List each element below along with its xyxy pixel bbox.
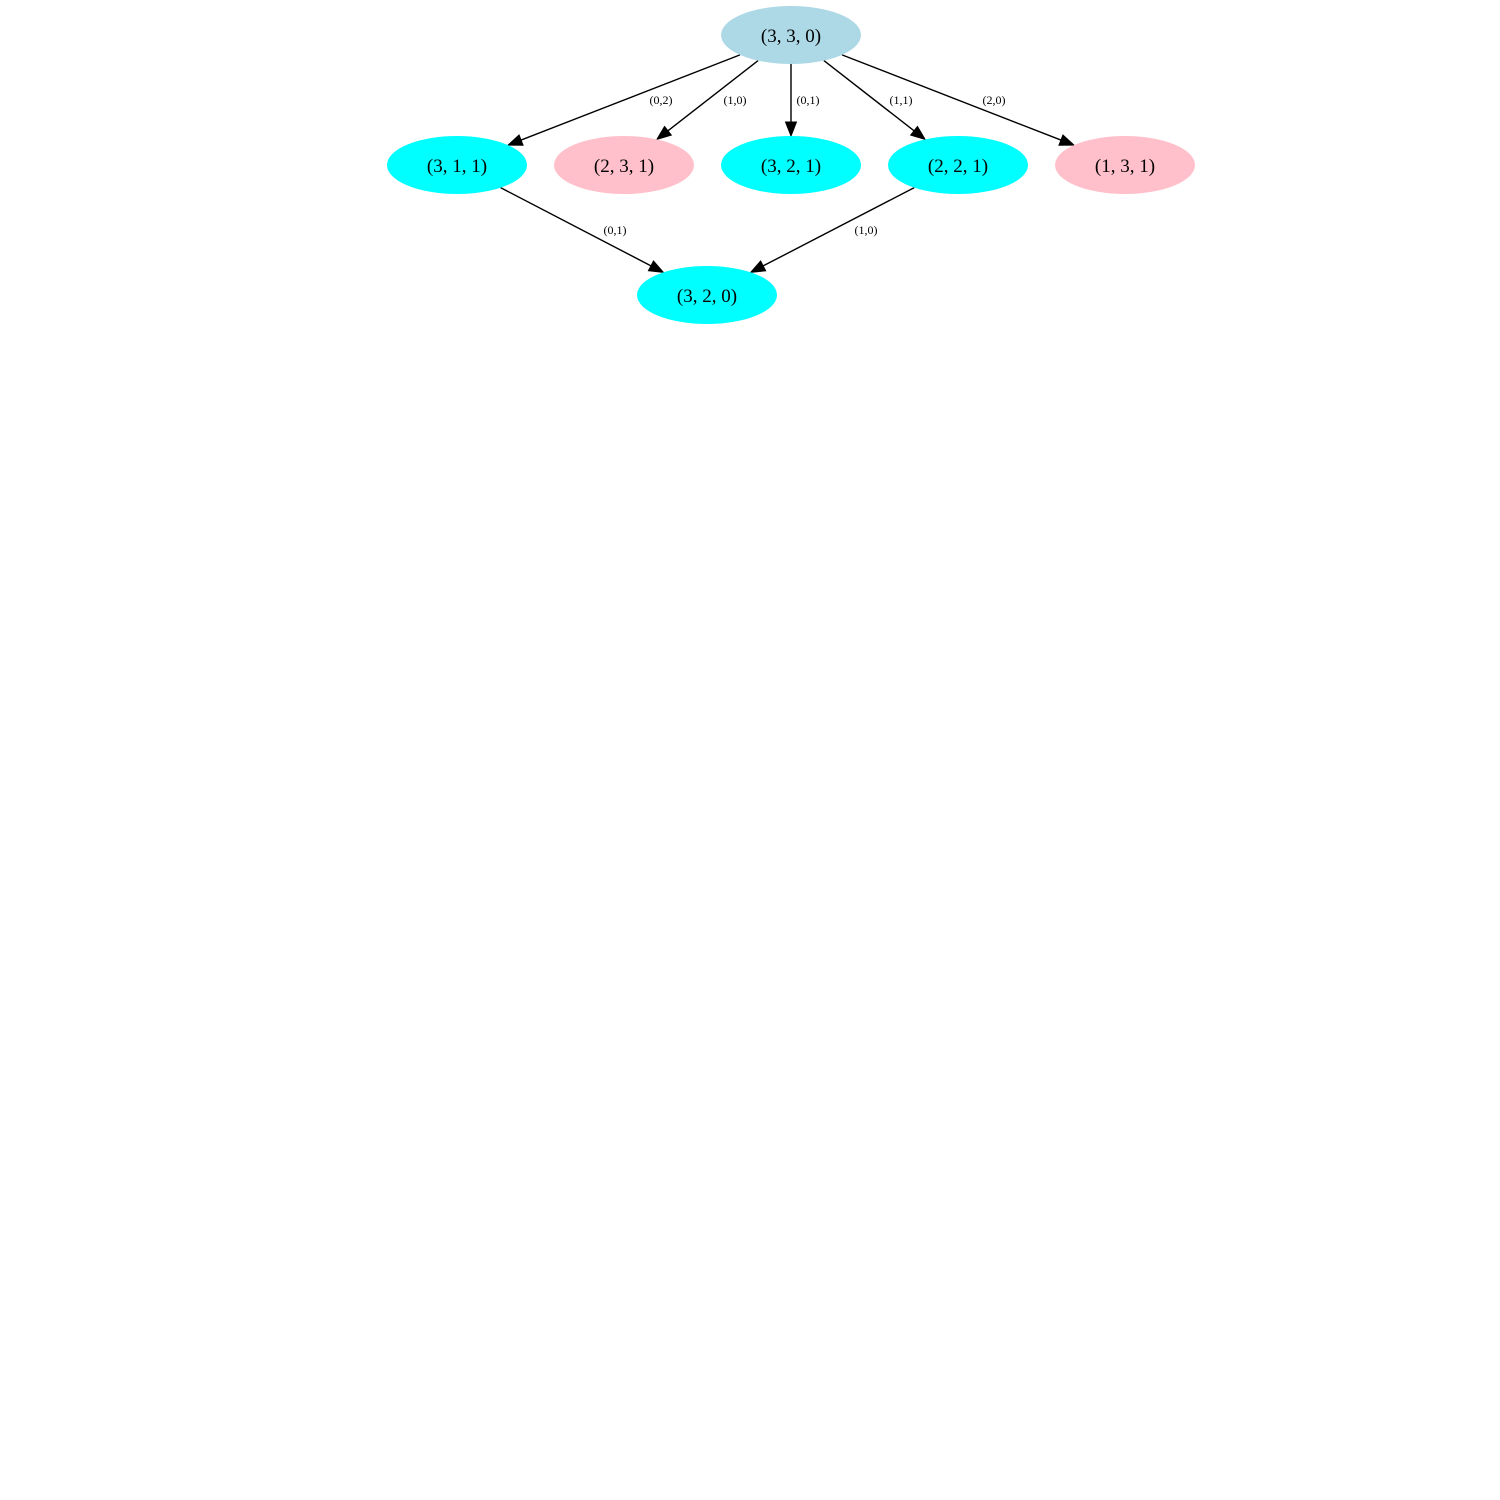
arrowhead xyxy=(655,125,673,141)
node-shape xyxy=(387,136,527,194)
edge-line xyxy=(500,187,652,267)
edge-label: (1,0) xyxy=(855,223,878,237)
node-label: (1, 3, 1) xyxy=(1095,156,1155,177)
edge-label: (1,1) xyxy=(890,93,913,107)
edge-n221-n320: (1,0) xyxy=(749,187,915,273)
node-label: (3, 2, 0) xyxy=(677,286,737,307)
node-n320: (3, 2, 0) xyxy=(637,266,777,324)
node-n221: (2, 2, 1) xyxy=(888,136,1028,194)
node-label: (3, 3, 0) xyxy=(761,26,821,47)
edge-n330-n321: (0,1) xyxy=(784,64,820,138)
node-n231: (2, 3, 1) xyxy=(554,136,694,194)
edge-line xyxy=(762,187,915,267)
node-n131: (1, 3, 1) xyxy=(1055,136,1195,194)
node-n330: (3, 3, 0) xyxy=(721,6,861,64)
edge-n330-n221: (1,1) xyxy=(823,60,927,141)
node-label: (3, 1, 1) xyxy=(427,156,487,177)
edge-label: (2,0) xyxy=(983,93,1006,107)
edge-line xyxy=(667,60,759,132)
node-label: (2, 3, 1) xyxy=(594,156,654,177)
edge-line xyxy=(841,54,1062,141)
edge-line xyxy=(520,54,741,141)
edge-n330-n131: (2,0) xyxy=(841,54,1076,146)
node-shape xyxy=(888,136,1028,194)
edge-label: (0,2) xyxy=(650,93,673,107)
edges-layer: (0,2) (1,0) (0,1) (1,1) (2,0) (0,1) (1,0) xyxy=(500,54,1076,273)
arrowhead xyxy=(506,134,524,146)
node-n311: (3, 1, 1) xyxy=(387,136,527,194)
node-label: (2, 2, 1) xyxy=(928,156,988,177)
edge-line xyxy=(823,60,915,132)
edge-n311-n320: (0,1) xyxy=(500,187,665,273)
node-label: (3, 2, 1) xyxy=(761,156,821,177)
edge-label: (0,1) xyxy=(604,223,627,237)
arrowhead xyxy=(909,125,927,141)
arrowhead xyxy=(1058,134,1076,146)
node-shape xyxy=(1055,136,1195,194)
edge-n330-n231: (1,0) xyxy=(655,60,759,141)
nodes-layer: (3, 3, 0) (3, 1, 1) (2, 3, 1) (3, 2, 1) (2, … xyxy=(387,6,1195,324)
node-shape xyxy=(554,136,694,194)
node-shape xyxy=(721,6,861,64)
node-shape xyxy=(637,266,777,324)
edge-label: (0,1) xyxy=(797,93,820,107)
arrowhead xyxy=(647,260,665,273)
arrowhead xyxy=(749,260,767,273)
node-n321: (3, 2, 1) xyxy=(721,136,861,194)
arrowhead xyxy=(784,121,798,138)
edge-label: (1,0) xyxy=(724,93,747,107)
node-shape xyxy=(721,136,861,194)
edge-n330-n311: (0,2) xyxy=(506,54,741,146)
